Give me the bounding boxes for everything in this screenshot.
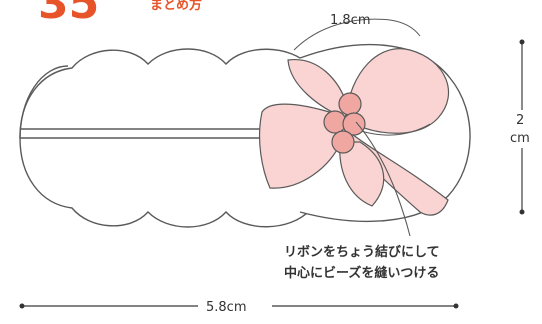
height-dimension-end-dot: [519, 209, 525, 215]
bow-width-dimension-line: [293, 18, 421, 51]
bead: [342, 112, 366, 136]
height-unit-label: cm: [510, 131, 530, 146]
beads-cluster: [323, 92, 366, 154]
bow-tail-left: [259, 103, 343, 189]
length-dimension-end-dot: [453, 303, 459, 309]
bow-loop-upper-left: [287, 59, 349, 119]
bow-width-label: 1.8cm: [330, 13, 371, 28]
bead: [338, 92, 362, 116]
instruction-line-1: リボンをちょう結びにして: [284, 244, 440, 260]
annotation-leader-line: [355, 121, 411, 237]
bow-tail-lower-center: [339, 141, 385, 207]
length-label: 5.8cm: [206, 300, 247, 315]
height-label-bg: [508, 110, 536, 148]
pattern-subtitle: まとめ方: [150, 0, 202, 13]
instruction-line-2: 中心にビーズを縫いつける: [284, 265, 439, 281]
bow-loop-upper-right: [344, 48, 449, 134]
length-dimension-start-dot: [19, 303, 25, 309]
bead: [331, 130, 355, 154]
height-value-label: 2: [516, 113, 524, 128]
pattern-number: 35: [38, 0, 99, 29]
height-dimension-start-dot: [519, 39, 525, 45]
hair-clip-scallops: [19, 48, 311, 228]
